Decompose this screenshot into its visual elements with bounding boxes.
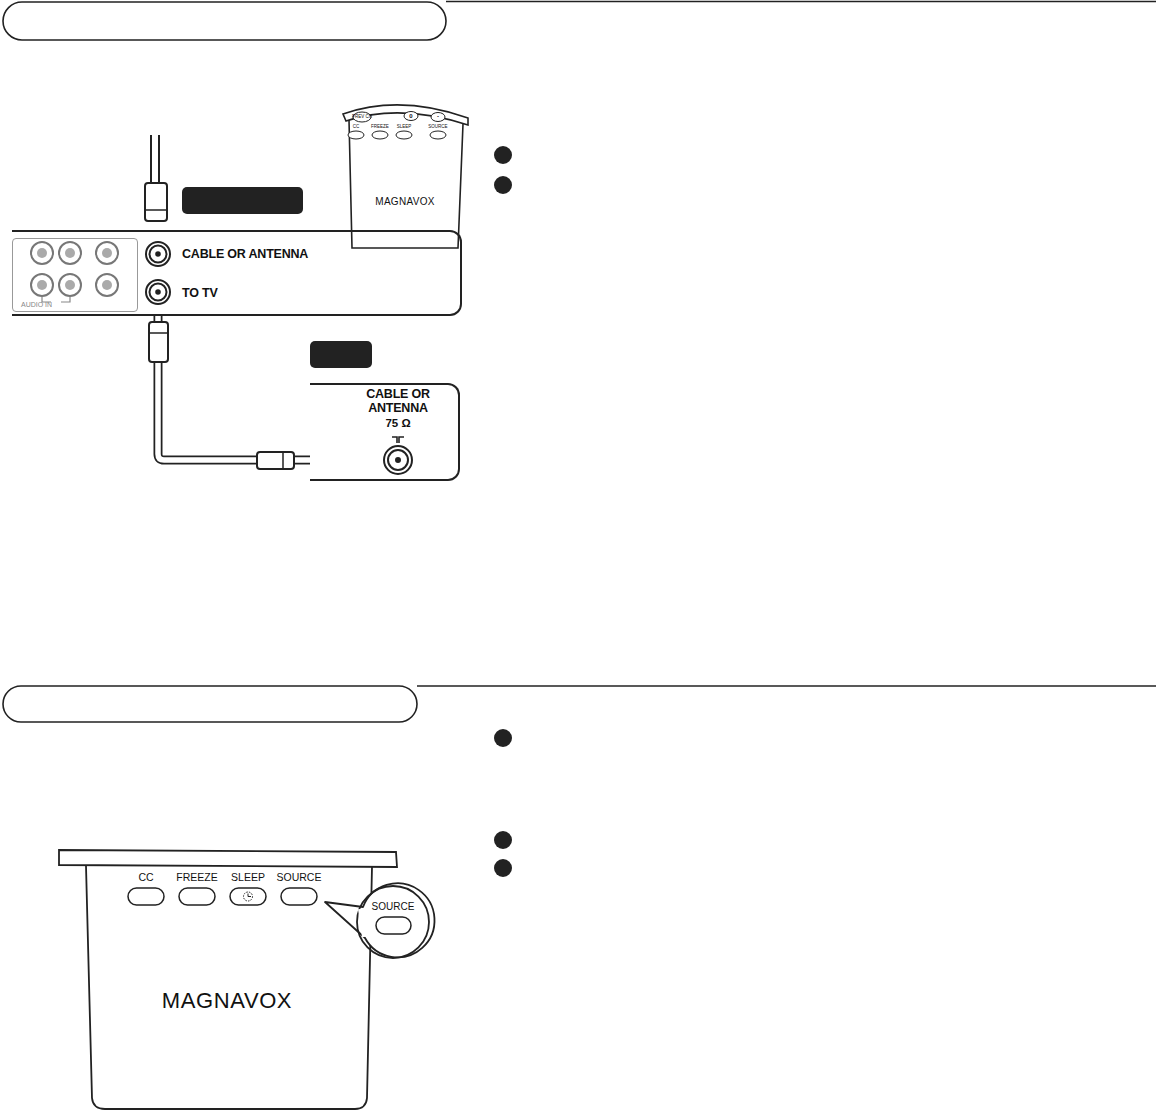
coax-jacks (146, 242, 170, 304)
tv-coax-jack (384, 437, 412, 474)
cable-core (158, 316, 310, 460)
node-text: CABLE OR ANTENNA (182, 247, 308, 261)
rca-jacks (31, 242, 118, 302)
button-label: CC (353, 125, 360, 130)
button-label: 0 (409, 113, 412, 119)
vcr-rear-panel: CABLE OR ANTENNA TO TV AUDIO IN (12, 230, 462, 316)
section-header (3, 2, 446, 40)
section-header (3, 686, 417, 722)
remote-outline (55, 820, 435, 1112)
step-bullets (494, 146, 512, 877)
rule-line (417, 685, 1156, 687)
remote-control: MAGNAVOX (340, 100, 472, 252)
node-text: MAGNAVOX (350, 196, 460, 207)
button-label: FREEZE (371, 125, 389, 130)
button-label: SOURCE (277, 872, 322, 883)
tv-rear-panel: CABLE OR ANTENNA 75 Ω (310, 383, 460, 481)
rule-line (446, 1, 1156, 3)
node-text: 75 Ω (348, 417, 448, 429)
button-label: CC (138, 872, 153, 883)
button-label: PREV CH (352, 115, 372, 120)
button-label: SOURCE (372, 902, 415, 912)
tag-box (310, 341, 372, 368)
button-label: FREEZE (176, 872, 217, 883)
button-label: SOURCE (428, 125, 447, 130)
button-label: SLEEP (397, 125, 412, 130)
audio-input-group: AUDIO IN (12, 238, 138, 312)
node-text: MAGNAVOX (92, 988, 362, 1014)
remote-control: MAGNAVOX (55, 820, 435, 1112)
remote-outline (340, 100, 472, 252)
button-label: - (437, 113, 439, 119)
node-text: CABLE OR ANTENNA (348, 387, 448, 415)
tag-box (182, 187, 303, 214)
antenna-cable (145, 135, 167, 221)
node-text: AUDIO IN (21, 301, 52, 308)
node-text: TO TV (182, 286, 218, 300)
button-label: SLEEP (231, 872, 265, 883)
coax-cable (158, 316, 310, 460)
cable-plug (149, 322, 294, 469)
